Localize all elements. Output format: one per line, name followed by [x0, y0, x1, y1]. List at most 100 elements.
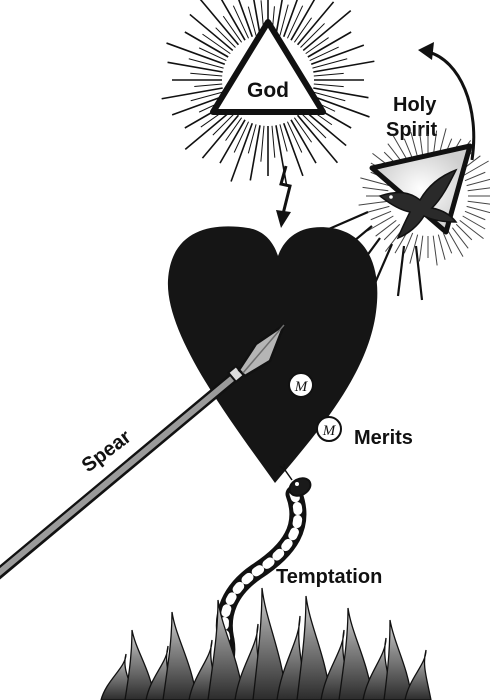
dove-ray	[464, 171, 486, 182]
lightning-bolt	[279, 165, 292, 215]
god-ray	[300, 23, 325, 48]
dove-ray	[451, 227, 469, 249]
dove-ray	[447, 230, 464, 257]
god-ray	[271, 125, 276, 158]
dove-ray	[459, 219, 484, 240]
god-ray	[309, 46, 339, 62]
dove-ray	[467, 187, 490, 192]
god-ray	[219, 119, 246, 164]
flame-tongue	[338, 607, 374, 700]
god-ray	[282, 0, 298, 38]
flame-tongue	[404, 649, 432, 700]
god-ray	[260, 125, 265, 162]
god-ray	[282, 122, 304, 177]
dove-long-ray	[414, 245, 424, 301]
god-ray	[313, 83, 344, 88]
god-ray	[225, 117, 243, 141]
dove-ray	[462, 160, 489, 177]
merit-token-letter: M	[322, 423, 337, 439]
god-ray	[247, 6, 257, 36]
dove-ray	[375, 219, 397, 237]
god-ray	[188, 58, 224, 69]
god-ray	[313, 72, 344, 77]
god-ray	[171, 94, 226, 116]
temptation-label: Temptation	[276, 566, 382, 588]
dove-long-ray	[396, 245, 406, 297]
god-ray	[275, 0, 283, 35]
god-ray	[166, 42, 226, 66]
god-label: God	[247, 79, 289, 102]
god-rays	[161, 0, 375, 187]
dove-ray	[370, 210, 392, 221]
god-ray	[293, 117, 313, 143]
flame-tongue	[383, 619, 413, 700]
god-ray	[189, 13, 234, 52]
dove-ray	[442, 232, 453, 254]
dove-ray	[403, 138, 414, 160]
dove-ray	[432, 235, 438, 266]
dove-ray	[360, 177, 390, 187]
god-triangle	[210, 19, 326, 115]
god-ray	[220, 0, 246, 41]
holy-spirit-label-line2: Spirit	[386, 119, 437, 141]
god-ray	[300, 112, 327, 139]
god-ray	[279, 4, 289, 36]
flame-tongue	[207, 599, 245, 700]
spear	[0, 323, 286, 580]
god-ray	[286, 5, 304, 39]
flames	[100, 587, 432, 700]
god-ray	[290, 119, 317, 164]
god-ray	[312, 58, 348, 69]
god-ray	[184, 108, 234, 151]
holy-spirit-label-line1: Holy	[393, 94, 437, 116]
god-ray	[198, 47, 227, 62]
flame-tongue	[124, 629, 156, 700]
god-ray	[194, 83, 223, 87]
dove-ray	[383, 223, 401, 241]
god-ray	[202, 33, 231, 55]
merit-token-inner: M	[288, 372, 314, 398]
god-ray	[275, 125, 288, 187]
god-ray	[302, 108, 347, 147]
dove-icon	[378, 168, 458, 240]
dove-ray	[358, 200, 389, 206]
god-ray	[286, 121, 303, 153]
god-ray	[296, 114, 339, 164]
god-ray	[249, 125, 261, 181]
dove-ray	[455, 223, 473, 241]
flame-tongue	[252, 587, 288, 700]
god-ray	[310, 44, 365, 66]
spear-shaft-highlight	[0, 369, 243, 576]
dove-ray	[362, 186, 389, 192]
dove-ray	[437, 234, 446, 260]
god-ray	[232, 5, 250, 39]
god-ray	[222, 15, 243, 43]
dove-ray	[409, 234, 419, 264]
god-ray	[279, 124, 288, 152]
dove-eye	[389, 195, 393, 199]
god-ray	[184, 31, 229, 58]
serpent-head	[288, 477, 312, 497]
god-ray	[310, 94, 370, 118]
dove-ray	[367, 215, 394, 232]
god-ray	[313, 60, 375, 73]
god-ray	[302, 9, 352, 52]
dove-ray	[403, 232, 414, 254]
god-ray	[233, 121, 250, 153]
god-ray	[293, 17, 313, 43]
god-ray	[190, 72, 223, 77]
dove-ray	[462, 215, 486, 230]
god-ray	[313, 87, 369, 99]
god-ray	[230, 122, 254, 182]
curved-arrowhead	[418, 42, 434, 60]
god-ray	[199, 0, 240, 46]
flame-tongue	[296, 595, 332, 700]
god-ray	[307, 31, 352, 58]
dove-ray	[364, 205, 390, 214]
curved-arrow	[427, 50, 476, 161]
serpent-tongue	[279, 463, 293, 481]
god-ray	[305, 37, 329, 55]
serpent-eye	[295, 482, 299, 486]
